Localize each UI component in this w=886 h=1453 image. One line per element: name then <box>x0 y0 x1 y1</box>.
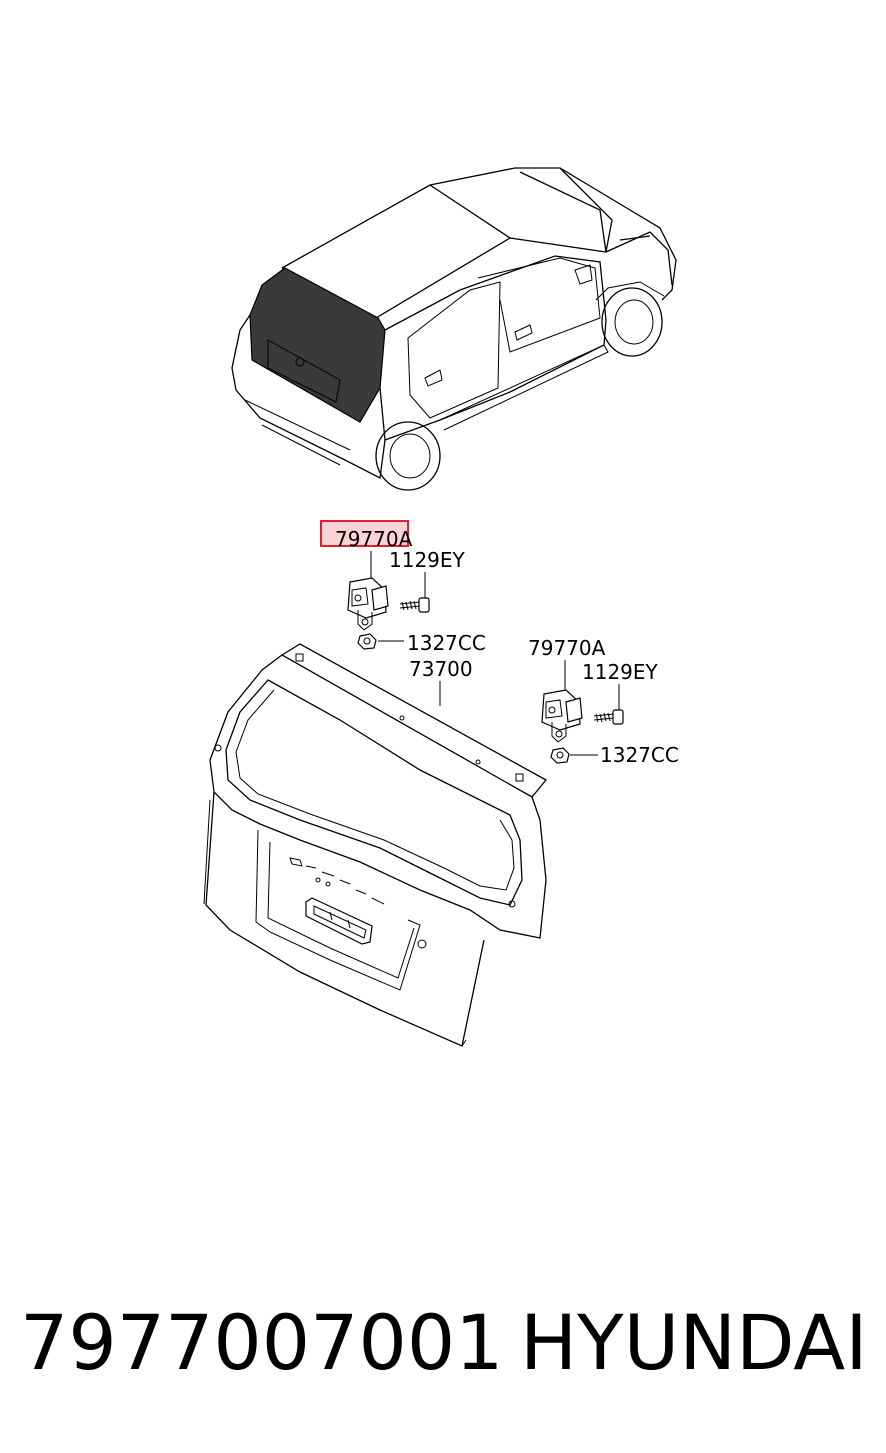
hinge-right-group: 79770A 1129EY 1327CC <box>528 636 679 767</box>
brand-name: HYUNDAI <box>520 1298 868 1387</box>
label-nut-right: 1327CC <box>600 743 679 767</box>
label-hinge-right: 79770A <box>528 636 606 660</box>
highlight-box <box>320 520 409 547</box>
bolt-left-icon <box>399 597 430 613</box>
hinge-left-icon <box>347 577 389 631</box>
tailgate-illustration <box>203 643 547 1047</box>
car-illustration <box>231 167 677 491</box>
label-nut-left: 1327CC <box>407 631 486 655</box>
hinge-right-icon <box>541 689 583 743</box>
nut-right-icon <box>550 747 570 764</box>
bolt-right-icon <box>593 709 624 725</box>
label-bolt-left: 1129EY <box>389 548 466 572</box>
label-bolt-right: 1129EY <box>582 660 659 684</box>
hinge-left-group: 79770A 1129EY 1327CC 73700 <box>320 520 486 706</box>
part-number: 7977007001 <box>20 1298 504 1387</box>
label-tailgate: 73700 <box>409 657 473 681</box>
label-hinge-left: 79770A <box>335 527 413 551</box>
nut-left-icon <box>357 633 377 650</box>
